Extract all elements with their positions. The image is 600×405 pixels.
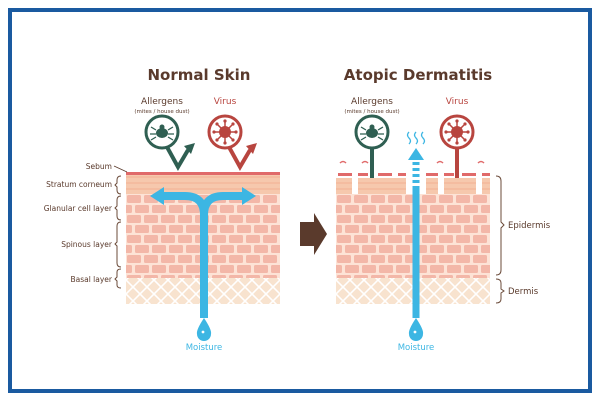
evaporation-icon <box>406 131 426 145</box>
mite-icon <box>354 114 390 150</box>
allergen-arrowhead <box>184 143 195 154</box>
stratum-corneum-layer <box>126 175 280 194</box>
atopic-title: Atopic Dermatitis <box>344 66 492 84</box>
atopic-allergens-label: Allergens <box>351 97 393 107</box>
outer-border <box>8 8 592 393</box>
mite-icon <box>144 114 180 150</box>
sebum-layer <box>126 172 280 175</box>
basal-layer-label: Basal layer <box>70 275 112 284</box>
water-drop-icon <box>408 318 424 341</box>
damaged-sebum-layer <box>338 160 490 176</box>
water-drop-icon <box>196 318 212 341</box>
virus-icon <box>439 114 475 150</box>
basal-bracket <box>114 268 122 289</box>
normal-moisture-label: Moisture <box>186 343 223 353</box>
epidermis-bracket <box>495 175 505 276</box>
spinous-layer-label: Spinous layer <box>61 240 113 249</box>
spinous-bracket <box>114 221 122 268</box>
sebum-label: Sebum <box>86 162 112 171</box>
virus-arrowhead <box>246 143 257 154</box>
moisture-loss-flow <box>406 131 426 318</box>
sebum-pointer <box>113 165 128 173</box>
moisture-flow-normal <box>150 187 256 318</box>
virus-icon <box>207 114 243 150</box>
normal-skin-title: Normal Skin <box>148 66 251 84</box>
right-arrow-icon <box>300 213 327 255</box>
granular-layer-label: Glanular cell layer <box>44 204 113 213</box>
virus-repelled-arrow <box>227 146 252 172</box>
normal-virus-label: Virus <box>214 97 237 107</box>
atopic-moisture-label: Moisture <box>398 343 435 353</box>
normal-allergens-label: Allergens <box>141 97 183 107</box>
normal-allergens-sub: (mites / house dust) <box>134 109 189 115</box>
dermis-label: Dermis <box>508 287 539 297</box>
corneum-bracket <box>114 175 122 195</box>
dermis-bracket <box>495 278 505 304</box>
stratum-corneum-label: Stratum corneum <box>46 180 112 189</box>
allergen-repelled-arrow <box>165 146 190 172</box>
atopic-virus-label: Virus <box>446 97 469 107</box>
epidermis-label: Epidermis <box>508 221 551 231</box>
atopic-allergens-sub: (mites / house dust) <box>344 109 399 115</box>
granular-bracket <box>114 195 122 221</box>
